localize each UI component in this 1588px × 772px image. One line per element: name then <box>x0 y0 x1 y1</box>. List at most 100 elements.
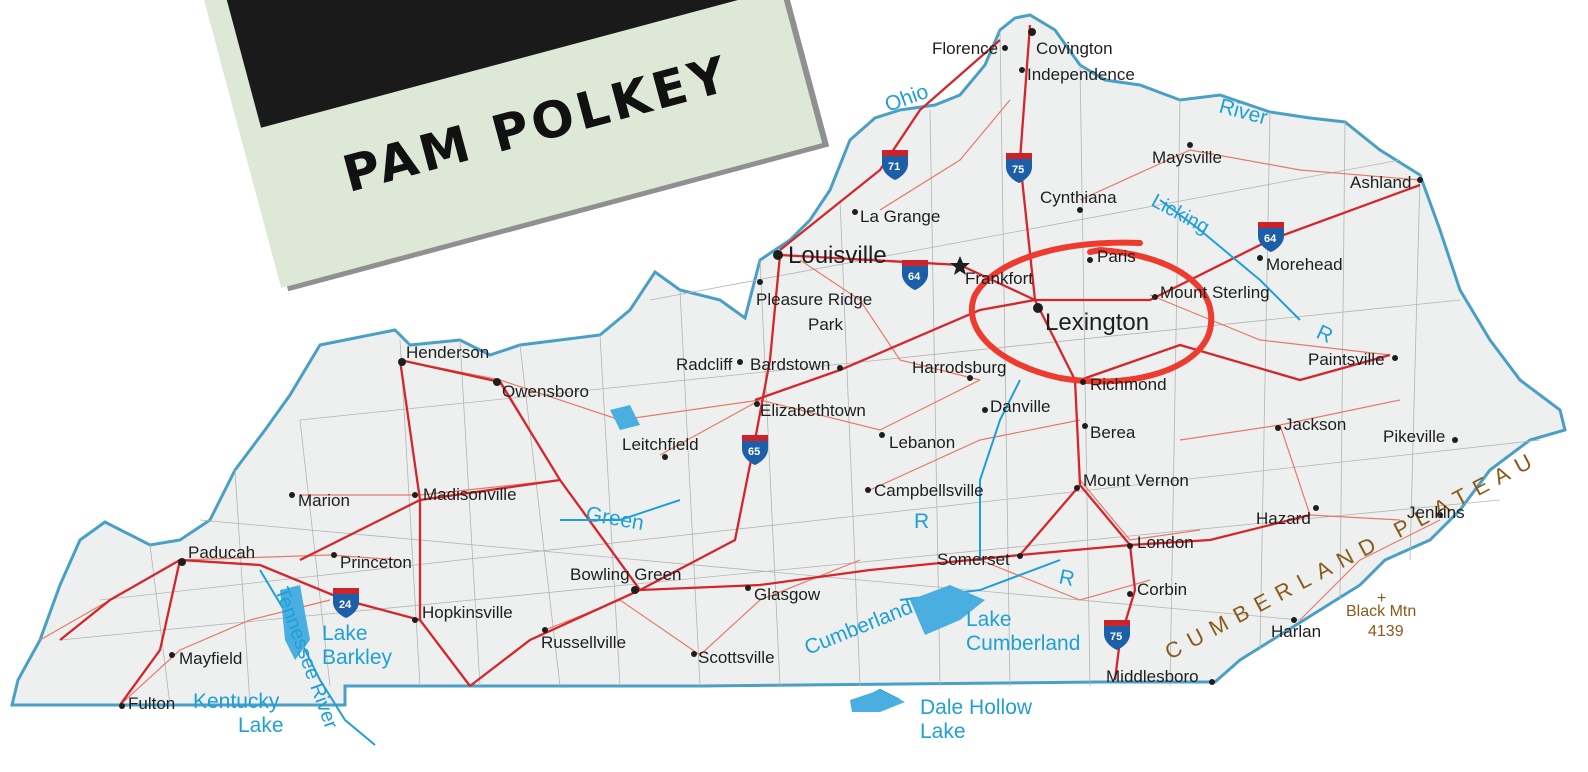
label-pleasure-ridge-1: Pleasure Ridge <box>756 290 872 309</box>
label-mayfield: Mayfield <box>179 649 242 668</box>
label-russellville: Russellville <box>541 633 626 652</box>
label-fulton: Fulton <box>128 694 175 713</box>
shield-i75-north-top <box>1006 153 1032 159</box>
label-paris: Paris <box>1097 247 1136 266</box>
lexington-circle <box>968 239 1215 385</box>
label-lake-barkley-1: Lake <box>322 622 368 645</box>
shield-i71: 71 <box>882 150 908 180</box>
shield-i75-south-body <box>1104 620 1130 650</box>
peak-marker-icon: + <box>1377 590 1386 607</box>
label-paintsville: Paintsville <box>1308 350 1385 369</box>
label-leitchfield: Leitchfield <box>622 435 699 454</box>
label-elizabethtown: Elizabethtown <box>760 401 866 420</box>
shield-i64-east-number: 64 <box>1264 233 1277 245</box>
label-black-mtn-elevation: 4139 <box>1368 623 1404 640</box>
label-dale-hollow-2: Lake <box>920 720 966 743</box>
label-lake-barkley-2: Barkley <box>322 646 393 669</box>
label-ashland: Ashland <box>1350 173 1411 192</box>
label-danville: Danville <box>990 397 1050 416</box>
shield-i24-body <box>333 588 359 618</box>
label-princeton: Princeton <box>340 553 412 572</box>
label-hazard: Hazard <box>1256 509 1311 528</box>
shield-i24-top <box>333 588 359 594</box>
label-maysville: Maysville <box>1152 148 1222 167</box>
polaroid-photo: PAM POLKEY <box>203 0 830 292</box>
shield-i64-east-body <box>1258 222 1284 252</box>
label-lake-cumberland-2: Cumberland <box>966 632 1080 655</box>
label-paducah: Paducah <box>188 543 255 562</box>
label-jackson: Jackson <box>1284 415 1346 434</box>
shield-i75-south-number: 75 <box>1110 631 1122 643</box>
label-somerset: Somerset <box>937 550 1010 569</box>
label-madisonville: Madisonville <box>423 485 517 504</box>
label-r-cumberland: R <box>1057 565 1077 591</box>
label-bardstown: Bardstown <box>750 355 830 374</box>
shield-i65-number: 65 <box>748 446 760 458</box>
shield-i64-west-top <box>902 260 928 266</box>
shield-i64-west-body <box>902 260 928 290</box>
label-kentucky-lake-1: Kentucky <box>193 690 280 713</box>
polaroid-frame <box>203 0 823 289</box>
label-black-mtn: Black Mtn <box>1346 603 1416 620</box>
shield-i75-north: 75 <box>1006 153 1032 183</box>
city-dots <box>119 28 1458 709</box>
label-frankfort: Frankfort <box>965 269 1033 288</box>
shield-i75-south-top <box>1104 620 1130 626</box>
shield-i64-east-top <box>1258 222 1284 228</box>
label-jenkins: Jenkins <box>1407 503 1465 522</box>
label-r-green: R <box>914 510 929 533</box>
label-bowling-green: Bowling Green <box>570 565 682 584</box>
label-cynthiana: Cynthiana <box>1040 188 1117 207</box>
shield-i65-body <box>742 435 768 465</box>
label-owensboro: Owensboro <box>502 382 589 401</box>
shield-i75-north-body <box>1006 153 1032 183</box>
label-lebanon: Lebanon <box>889 433 955 452</box>
shield-i65-top <box>742 435 768 441</box>
label-lake-cumberland-1: Lake <box>966 608 1012 631</box>
label-richmond: Richmond <box>1090 375 1167 394</box>
shield-i65: 65 <box>742 435 768 465</box>
label-morehead: Morehead <box>1266 255 1343 274</box>
label-la-grange: La Grange <box>860 207 940 226</box>
label-corbin: Corbin <box>1137 580 1187 599</box>
capital-star-icon <box>950 256 970 275</box>
shield-i75-south: 75 <box>1104 620 1130 650</box>
label-london: London <box>1137 533 1194 552</box>
city-labels: Florence Covington Independence Maysvill… <box>128 39 1465 713</box>
interstate-shields: 71 75 64 64 65 24 75 <box>333 150 1284 650</box>
label-florence: Florence <box>932 39 998 58</box>
shield-i24: 24 <box>333 588 359 618</box>
shield-i71-body <box>882 150 908 180</box>
label-mount-sterling: Mount Sterling <box>1160 283 1270 302</box>
label-hopkinsville: Hopkinsville <box>422 603 513 622</box>
label-harlan: Harlan <box>1271 622 1321 641</box>
label-glasgow: Glasgow <box>754 585 821 604</box>
label-henderson: Henderson <box>406 343 489 362</box>
label-pleasure-ridge-2: Park <box>808 315 843 334</box>
shield-i64-west-number: 64 <box>908 271 921 283</box>
label-kentucky-lake-2: Lake <box>238 714 284 737</box>
label-radcliff: Radcliff <box>676 355 733 374</box>
label-dale-hollow-1: Dale Hollow <box>920 696 1033 719</box>
label-covington: Covington <box>1036 39 1113 58</box>
label-berea: Berea <box>1090 423 1136 442</box>
label-campbellsville: Campbellsville <box>874 481 984 500</box>
label-harrodsburg: Harrodsburg <box>912 358 1007 377</box>
label-independence: Independence <box>1027 65 1135 84</box>
label-pikeville: Pikeville <box>1383 427 1445 446</box>
label-louisville: Louisville <box>788 242 887 269</box>
label-mount-vernon: Mount Vernon <box>1083 471 1189 490</box>
shield-i71-top <box>882 150 908 156</box>
shield-i64-west: 64 <box>902 260 928 290</box>
label-marion: Marion <box>298 491 350 510</box>
shield-i64-east: 64 <box>1258 222 1284 252</box>
shield-i24-number: 24 <box>339 599 352 611</box>
shield-i71-number: 71 <box>888 161 900 173</box>
polaroid-image <box>224 0 760 128</box>
label-scottsville: Scottsville <box>698 648 775 667</box>
label-middlesboro: Middlesboro <box>1106 667 1199 686</box>
label-lexington: Lexington <box>1045 309 1149 336</box>
shield-i75-north-number: 75 <box>1012 164 1024 176</box>
lakes <box>280 405 985 712</box>
